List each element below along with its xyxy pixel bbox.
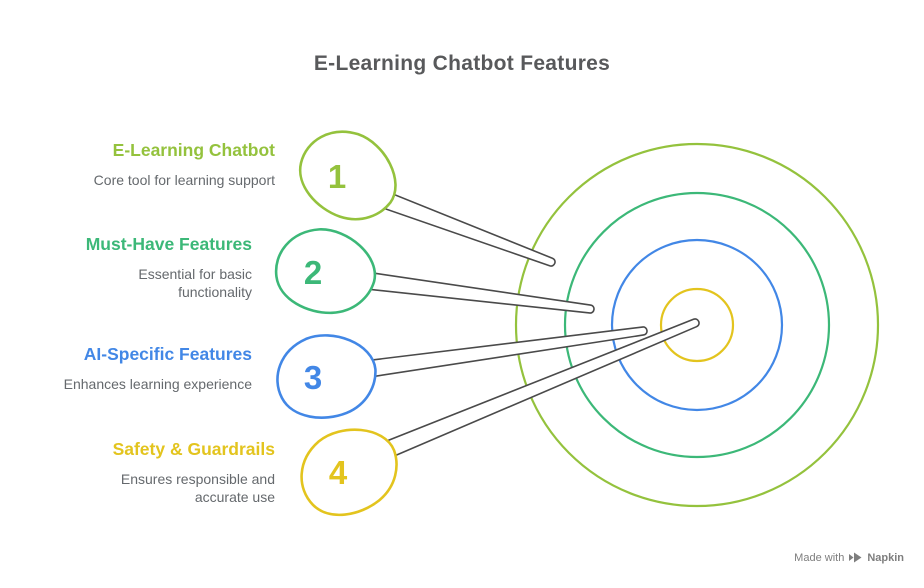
blob-3-number: 3 [304,359,322,396]
blob-1-number: 1 [328,158,346,195]
item-3-ai-specific-features: AI-Specific Features Enhances learning e… [64,343,252,394]
blob-2-number: 2 [304,254,322,291]
blob-2 [274,228,377,315]
item-4-heading: Safety & Guardrails [112,439,275,459]
item-3-heading: AI-Specific Features [83,344,252,364]
watermark-brand: Napkin [867,551,904,564]
item-3-description: Enhances learning experience [63,376,252,392]
target-ring-3 [610,238,784,412]
connector-3 [357,326,648,380]
target-ring-2 [563,191,831,459]
page-title: E-Learning Chatbot Features [313,52,611,75]
blob-1 [298,130,397,221]
item-1-description: Core tool for learning support [93,172,275,188]
item-4-safety-guardrails: Safety & Guardrails Ensures responsible … [90,438,275,506]
item-2-heading: Must-Have Features [85,234,252,254]
item-1-e-learning-chatbot: E-Learning Chatbot Core tool for learnin… [94,139,275,190]
blob-4-number: 4 [329,454,348,491]
item-1-heading: E-Learning Chatbot [112,140,275,160]
connector-2 [360,270,595,314]
watermark-prefix: Made with [794,551,845,564]
napkin-logo-icon [849,552,862,563]
item-2-description: Essential for basic functionality [138,266,252,300]
blob-3 [276,334,377,419]
item-2-must-have-features: Must-Have Features Essential for basic f… [86,233,252,301]
target-ring-1-outer [514,142,880,508]
blob-4 [300,428,398,517]
target-ring-4-bullseye [659,287,735,363]
item-4-description: Ensures responsible and accurate use [120,471,275,505]
made-with-napkin-link[interactable]: Made with Napkin [794,551,904,564]
connector-4 [377,318,700,461]
connector-1 [375,188,556,267]
